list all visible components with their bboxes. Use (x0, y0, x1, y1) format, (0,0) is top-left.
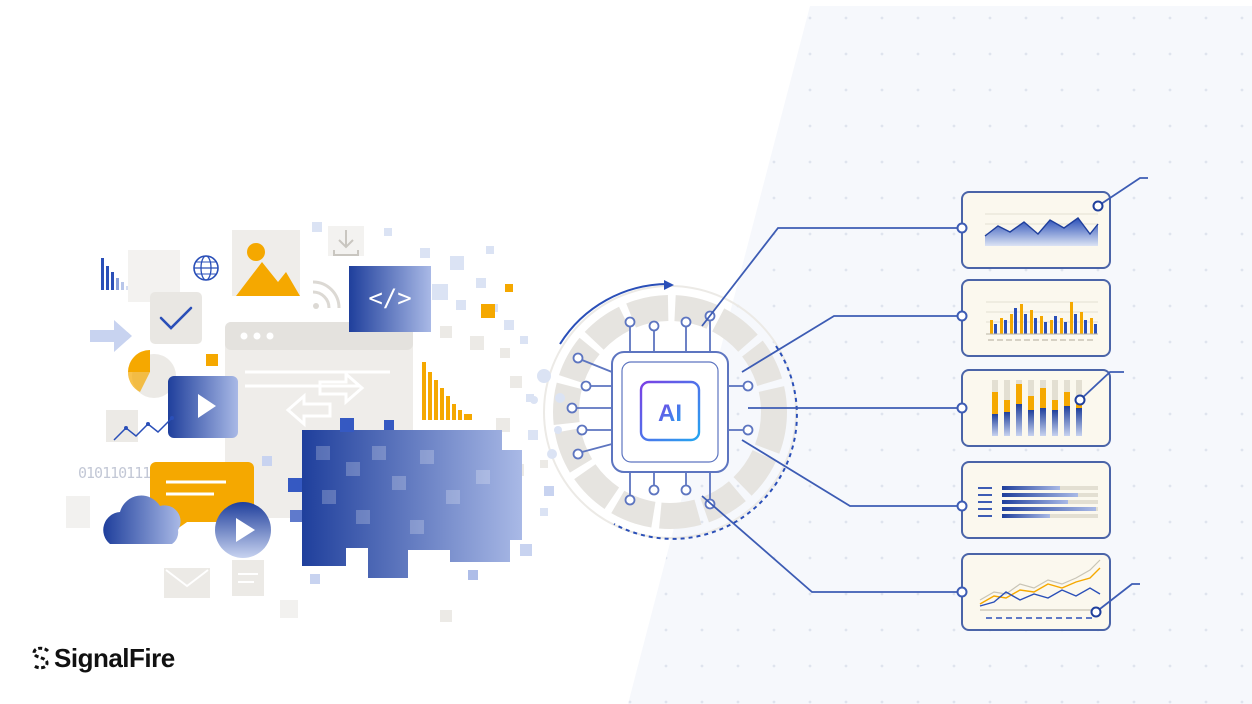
area-chart-icon (984, 213, 1099, 246)
rss-icon (312, 280, 341, 309)
signalfire-mark-icon (31, 646, 50, 670)
globe-icon (193, 255, 219, 281)
play-video-icon (215, 502, 271, 558)
document-icon (232, 560, 264, 596)
pie-chart-icon (127, 350, 176, 398)
line-chart-icon (979, 559, 1101, 619)
horizontal-bar-chart-icon (978, 486, 1098, 518)
input-data-collage: </> (66, 222, 554, 622)
pixel-noise (312, 222, 548, 516)
line-chart-icon (106, 410, 174, 442)
brand-name: SignalFire (54, 642, 175, 673)
output-panel-stacked-bar-chart (956, 369, 1124, 447)
output-panel-bar-chart (956, 279, 1111, 357)
play-video-icon (168, 376, 238, 438)
arrow-right-icon (90, 320, 132, 352)
svg-text:010110111: 010110111 (78, 464, 151, 482)
bar-chart-icon (986, 301, 1098, 341)
signal-lines (1124, 177, 1200, 609)
output-panel-area-chart (956, 177, 1148, 269)
checkmark-icon (150, 292, 202, 344)
ai-chip-label: AI (658, 400, 682, 427)
image-icon (232, 230, 300, 296)
code-icon: </> (349, 266, 431, 332)
binary-code-icon: 010110111 (78, 464, 152, 482)
output-panel-line-chart (956, 553, 1140, 631)
download-icon (328, 226, 364, 256)
cloud-icon (103, 495, 181, 544)
svg-text:</>: </> (368, 284, 411, 312)
output-panel-horizontal-bar-chart (956, 461, 1111, 539)
mail-icon (164, 568, 210, 598)
output-connectors (701, 227, 958, 593)
ai-processor-chip-icon: AI (530, 280, 798, 540)
bar-chart-icon (422, 362, 472, 420)
pixelated-data-block (288, 418, 554, 580)
bar-chart-icon (101, 258, 129, 290)
signalfire-logo: SignalFire (30, 640, 175, 676)
